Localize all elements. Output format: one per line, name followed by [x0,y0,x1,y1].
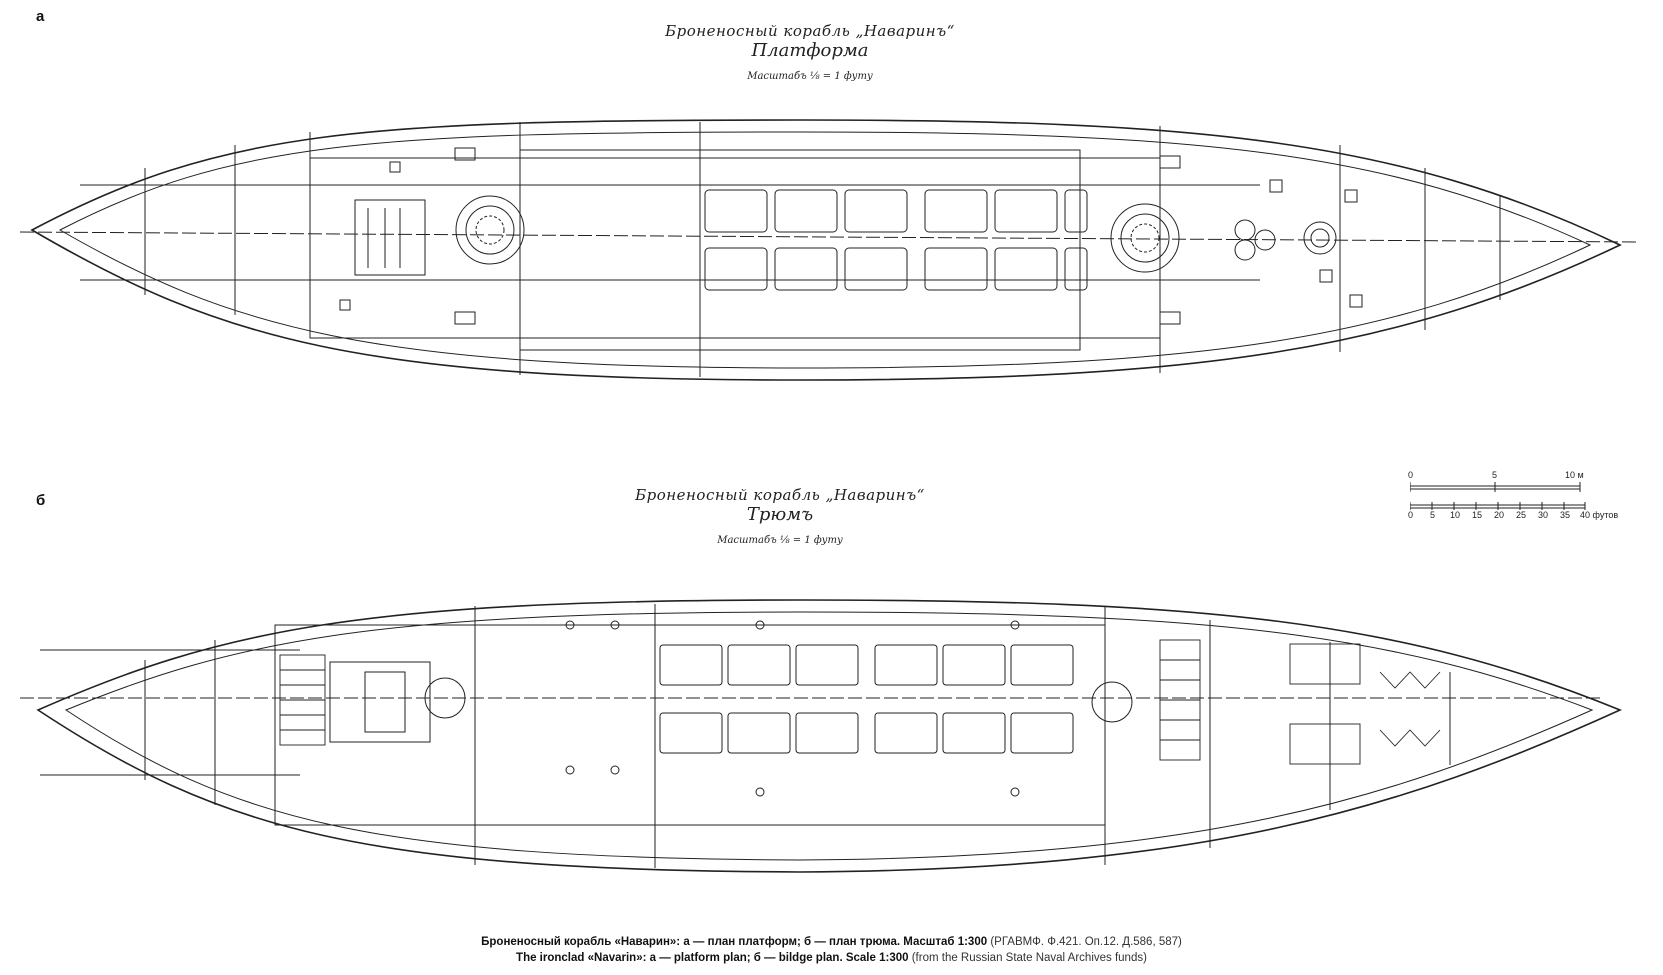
scale-metric-5: 5 [1492,470,1498,480]
caption-en-source: (from the Russian State Naval Archives f… [911,952,1147,964]
scale-bar: 0 5 10 м 0 5 10 15 20 25 30 35 40 футов [1408,470,1640,522]
caption-ru-line: Броненосный корабль «Наварин»: а — план … [0,934,1663,950]
scale-bar-lines [1410,482,1586,510]
scale-imperial-30: 30 [1538,510,1549,520]
caption-ru-source: (РГАВМФ. Ф.421. Оп.12. Д.586, 587) [990,936,1182,948]
bilge-plan-drawing [20,599,1623,873]
panel-b-scale-note: Масштабъ ⅛ = 1 футу [717,535,843,546]
panel-a-title-line1: Броненосный корабль „Наваринъ“ [665,22,955,40]
scale-imperial-10: 10 [1450,510,1461,520]
panel-a-title: Броненосный корабль „Наваринъ“ Платформа… [600,22,1020,82]
caption-en-line: The ironclad «Navarin»: a — platform pla… [0,950,1663,966]
panel-b-title: Броненосный корабль „Наваринъ“ Трюмъ Мас… [570,486,990,546]
caption-en-main: The ironclad «Navarin»: a — platform pla… [516,952,909,964]
scale-metric-0: 0 [1408,470,1414,480]
scale-imperial-20: 20 [1494,510,1505,520]
panel-b-title-line2: Трюмъ [746,504,814,525]
panel-a-letter: а [36,8,45,25]
scale-imperial-0: 0 [1408,510,1414,520]
panel-a-scale-note: Масштабъ ⅛ = 1 футу [747,71,873,82]
figure-caption: Броненосный корабль «Наварин»: а — план … [0,934,1663,966]
platform-plan-drawing [19,119,1641,381]
caption-ru-main: Броненосный корабль «Наварин»: а — план … [481,936,988,948]
panel-b-title-line1: Броненосный корабль „Наваринъ“ [635,486,925,504]
scale-metric-10: 10 м [1565,470,1584,480]
scale-imperial-35: 35 [1560,510,1571,520]
scale-imperial-5: 5 [1430,510,1436,520]
scale-imperial-40: 40 футов [1580,510,1619,520]
scale-imperial-25: 25 [1516,510,1527,520]
panel-b-letter: б [36,492,46,509]
panel-a-title-line2: Платформа [751,40,869,61]
scale-imperial-15: 15 [1472,510,1483,520]
